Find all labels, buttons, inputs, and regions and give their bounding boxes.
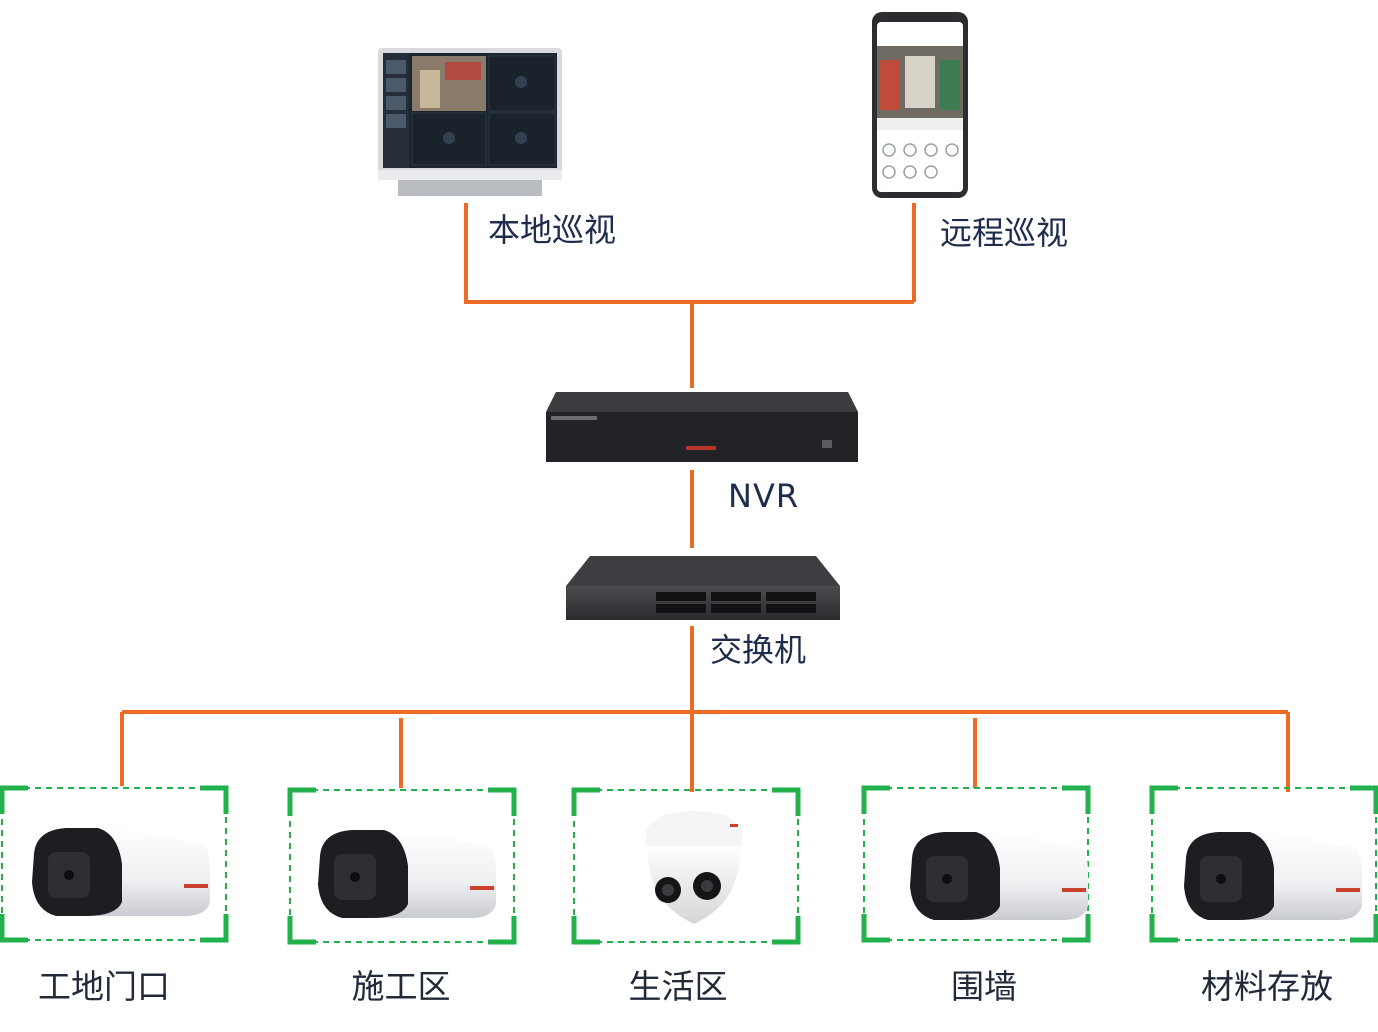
- camera-label-3: 生活区: [628, 967, 728, 1006]
- camera-label-4: 围墙: [951, 967, 1017, 1006]
- frame-corner-bracket: [861, 914, 890, 943]
- nvr-label: NVR: [728, 477, 800, 515]
- camera-frames: [0, 785, 1378, 945]
- frame-corner-bracket: [1149, 914, 1178, 943]
- camera-label-5: 材料存放: [1201, 967, 1333, 1006]
- camera-label-1: 工地门口: [38, 967, 170, 1006]
- bullet-camera-1: [32, 826, 211, 916]
- bullet-camera-5: [1184, 830, 1362, 920]
- camera-frame-5: [1149, 785, 1378, 943]
- smartphone-icon: [872, 12, 968, 198]
- local-monitor-link: [464, 203, 914, 304]
- frame-corner-bracket: [1350, 785, 1378, 814]
- frame-corner-bracket: [488, 787, 517, 816]
- frame-corner-bracket: [1062, 914, 1091, 943]
- frame-corner-bracket: [1350, 914, 1378, 943]
- frame-corner-bracket: [571, 787, 600, 816]
- dome-camera-3: [646, 811, 742, 924]
- frame-corner-bracket: [287, 916, 316, 945]
- camera-frame-1: [0, 785, 229, 943]
- frame-corner-bracket: [1062, 785, 1091, 814]
- frame-corner-bracket: [0, 785, 28, 814]
- bullet-camera-4: [910, 830, 1088, 920]
- frame-corner-bracket: [772, 916, 801, 945]
- frame-corner-bracket: [861, 785, 890, 814]
- bullet-camera-2: [318, 828, 496, 918]
- frame-corner-bracket: [571, 916, 600, 945]
- local-patrol-label: 本地巡视: [488, 211, 617, 249]
- switch-label: 交换机: [710, 631, 807, 669]
- connection-lines: [120, 203, 1290, 792]
- frame-corner-bracket: [772, 787, 801, 816]
- frame-corner-bracket: [200, 914, 229, 943]
- camera-frame-2: [287, 787, 517, 945]
- camera-label-2: 施工区: [351, 967, 451, 1006]
- camera-frame-3: [571, 787, 801, 945]
- frame-corner-bracket: [1149, 785, 1178, 814]
- desktop-monitor-icon: [378, 48, 562, 196]
- frame-corner-bracket: [200, 785, 229, 814]
- nvr-recorder-icon: [546, 392, 858, 462]
- camera-frame-4: [861, 785, 1091, 943]
- frame-corner-bracket: [287, 787, 316, 816]
- frame-corner-bracket: [0, 914, 28, 943]
- remote-patrol-label: 远程巡视: [940, 214, 1069, 252]
- network-switch-icon: [566, 556, 840, 620]
- frame-corner-bracket: [488, 916, 517, 945]
